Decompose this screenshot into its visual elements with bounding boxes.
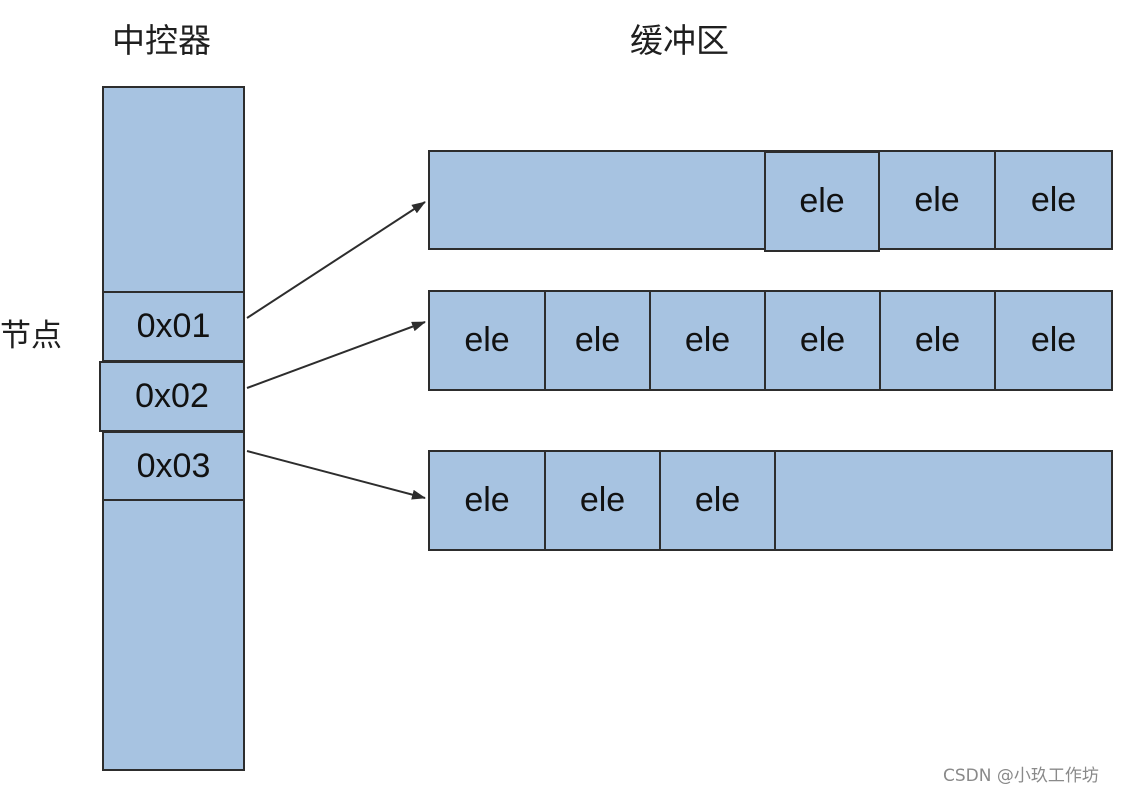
buffer-element: ele — [649, 290, 766, 391]
arrow-node2-to-buffer2 — [246, 321, 426, 389]
buffer-title: 缓冲区 — [630, 21, 729, 60]
buffer-element: ele — [544, 290, 651, 391]
node-cell-0x02: 0x02 — [99, 361, 245, 432]
buffer-element: ele — [659, 450, 776, 551]
node-cell-0x01: 0x01 — [102, 291, 245, 362]
buffer-element: ele — [764, 151, 880, 252]
watermark: CSDN @小玖工作坊 — [943, 766, 1099, 786]
buffer-element: ele — [879, 290, 996, 391]
buffer-element: ele — [994, 150, 1113, 250]
controller-title: 中控器 — [112, 21, 211, 60]
buffer-element: ele — [764, 290, 881, 391]
buffer-element: ele — [428, 290, 546, 391]
node-cell-0x03: 0x03 — [102, 431, 245, 501]
buffer-element: ele — [994, 290, 1113, 391]
arrow-node1-to-buffer1 — [246, 201, 426, 319]
arrow-node3-to-buffer3 — [246, 450, 426, 500]
buffer-element: ele — [428, 450, 546, 551]
node-label: 节点 — [0, 318, 62, 354]
buffer-element: ele — [544, 450, 661, 551]
buffer-element: ele — [878, 150, 996, 250]
